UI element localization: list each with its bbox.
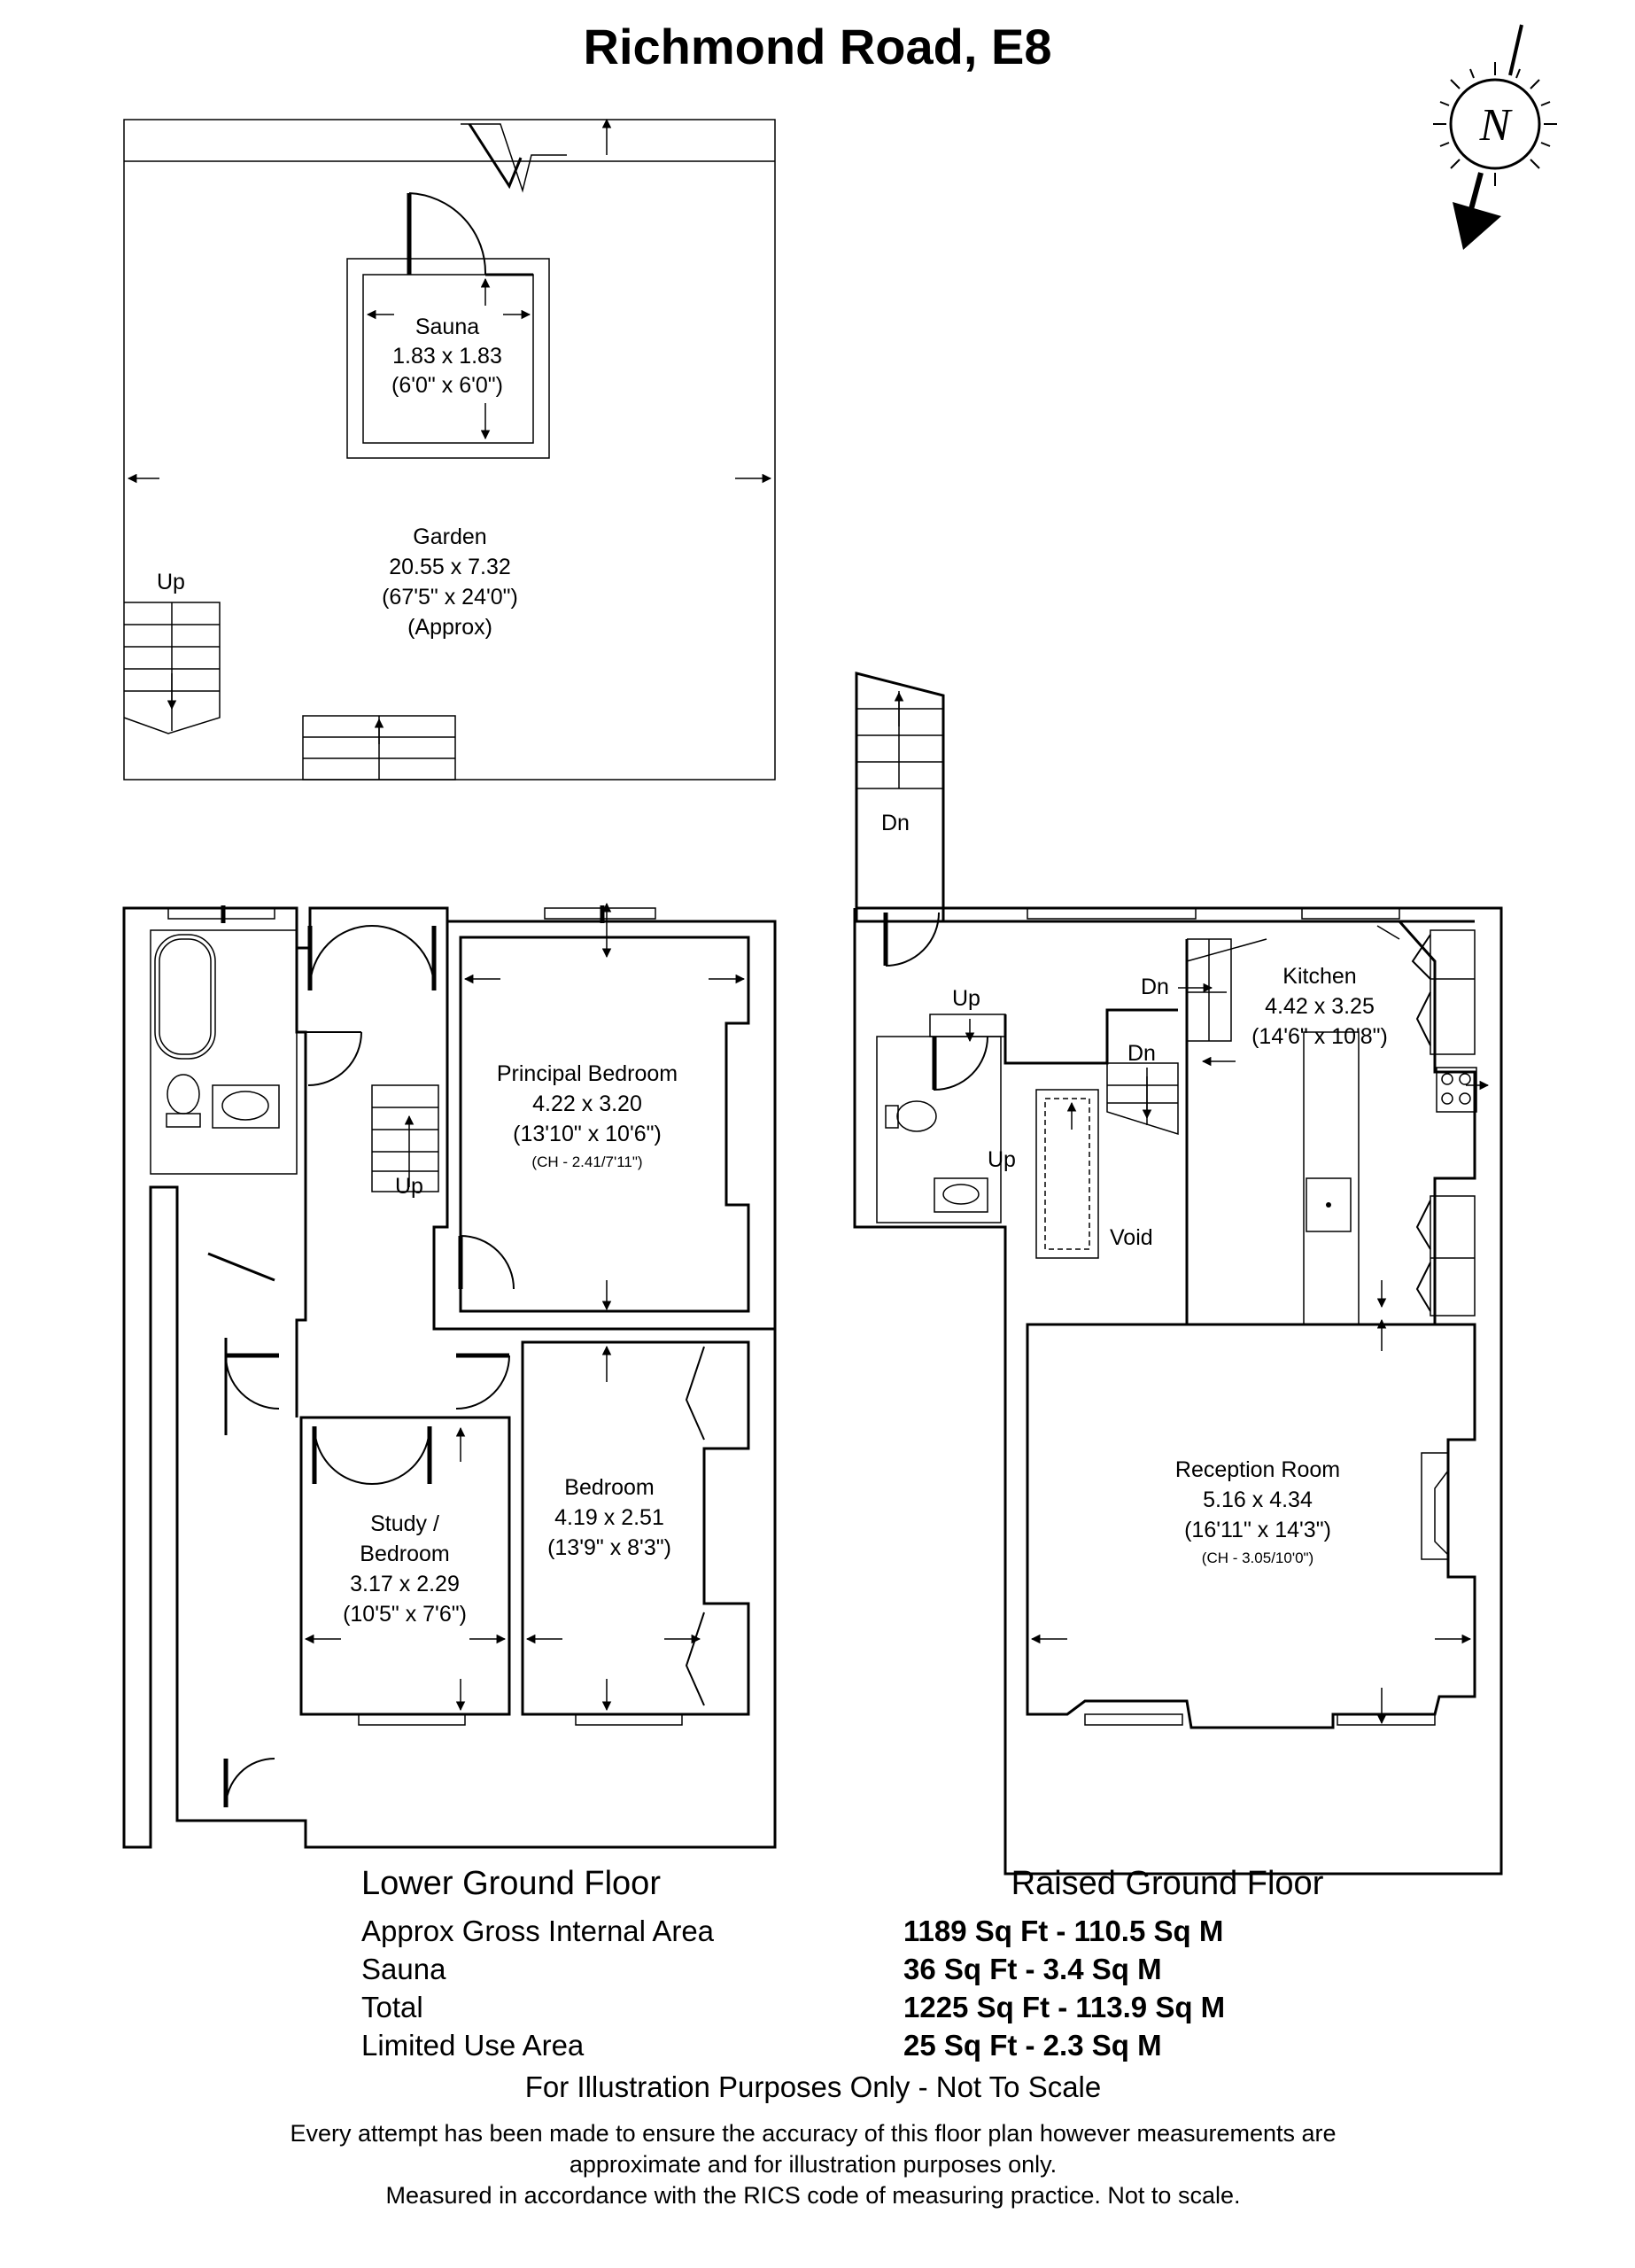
raised-floor-outer-walls bbox=[853, 906, 1503, 1876]
area-label-3: Limited Use Area bbox=[361, 2029, 585, 2062]
raised-floor-title: Raised Ground Floor bbox=[1011, 1865, 1324, 1902]
compass-letter: N bbox=[1479, 100, 1514, 151]
kitchen-name: Kitchen bbox=[1282, 964, 1356, 989]
kitchen-dn-label-2: Dn bbox=[1127, 1041, 1156, 1066]
reception-ceiling: (CH - 3.05/10'0") bbox=[1202, 1550, 1313, 1566]
study-name-line1: Study / bbox=[370, 1511, 439, 1536]
garden-stairs-middle bbox=[302, 715, 456, 781]
garden-note: (Approx) bbox=[407, 615, 492, 640]
bedroom-metric: 4.19 x 2.51 bbox=[554, 1505, 664, 1530]
kitchen-sink-icon bbox=[1306, 1177, 1352, 1232]
garden-stairs-up-label: Up bbox=[157, 570, 185, 594]
study-metric: 3.17 x 2.29 bbox=[350, 1572, 460, 1596]
fireplace-icon bbox=[1421, 1452, 1449, 1560]
illustration-note: For Illustration Purposes Only - Not To … bbox=[525, 2070, 1102, 2103]
sauna-imperial: (6'0" x 6'0") bbox=[391, 373, 503, 398]
bath-icon bbox=[154, 934, 216, 1060]
raised-up-label-1: Up bbox=[952, 986, 980, 1011]
sauna-metric: 1.83 x 1.83 bbox=[392, 344, 502, 369]
kitchen-stairs bbox=[1106, 938, 1267, 1136]
area-label-2: Total bbox=[361, 1991, 423, 2023]
lower-ground-floor-plan bbox=[122, 118, 777, 1849]
area-value-3: 25 Sq Ft - 2.3 Sq M bbox=[903, 2029, 1162, 2062]
study-name-line2: Bedroom bbox=[360, 1542, 449, 1566]
disclaimer-line-2: approximate and for illustration purpose… bbox=[570, 2151, 1057, 2178]
lower-floor-outer-walls bbox=[122, 906, 777, 1849]
sauna-name: Sauna bbox=[415, 315, 479, 339]
page-title: Richmond Road, E8 bbox=[584, 19, 1052, 74]
lower-stairs-up bbox=[371, 1084, 439, 1192]
area-value-2: 1225 Sq Ft - 113.9 Sq M bbox=[903, 1991, 1225, 2023]
void-label: Void bbox=[1110, 1225, 1153, 1250]
lower-floor-title: Lower Ground Floor bbox=[361, 1865, 661, 1902]
reception-imperial: (16'11" x 14'3") bbox=[1184, 1518, 1331, 1542]
kitchen-imperial: (14'6" x 10'8") bbox=[1251, 1024, 1388, 1049]
raised-ground-floor-plan bbox=[853, 672, 1503, 1876]
reception-metric: 5.16 x 4.34 bbox=[1203, 1487, 1313, 1512]
reception-name: Reception Room bbox=[1175, 1457, 1340, 1482]
basin-icon-raised bbox=[934, 1177, 988, 1213]
kitchen-walls bbox=[1302, 920, 1476, 1324]
area-label-0: Approx Gross Internal Area bbox=[361, 1915, 715, 1947]
garden-outline bbox=[123, 119, 776, 781]
garden-imperial: (67'5" x 24'0") bbox=[382, 585, 518, 610]
hob-icon bbox=[1436, 1067, 1477, 1113]
garden-stairs-left bbox=[123, 602, 221, 734]
raised-up-label-2: Up bbox=[988, 1147, 1016, 1172]
raised-stairs-dn-label: Dn bbox=[881, 811, 910, 835]
principal-bedroom-imperial: (13'10" x 10'6") bbox=[513, 1122, 662, 1146]
lower-stairs-up-label: Up bbox=[395, 1174, 423, 1199]
principal-bedroom-metric: 4.22 x 3.20 bbox=[532, 1091, 642, 1116]
kitchen-metric: 4.42 x 3.25 bbox=[1265, 994, 1375, 1019]
area-value-0: 1189 Sq Ft - 110.5 Sq M bbox=[903, 1915, 1223, 1947]
area-label-1: Sauna bbox=[361, 1953, 446, 1985]
void-area bbox=[1035, 1089, 1099, 1259]
principal-bedroom-ceiling: (CH - 2.41/7'11") bbox=[531, 1153, 642, 1170]
area-table: Approx Gross Internal Area 1189 Sq Ft - … bbox=[361, 1915, 1225, 2062]
study-imperial: (10'5" x 7'6") bbox=[343, 1602, 467, 1627]
area-value-1: 36 Sq Ft - 3.4 Sq M bbox=[903, 1953, 1162, 1985]
wc-icon bbox=[167, 1074, 200, 1115]
north-compass-icon: N bbox=[1433, 24, 1557, 250]
basin-icon bbox=[212, 1084, 280, 1129]
garden-name: Garden bbox=[413, 524, 486, 549]
bedroom-imperial: (13'9" x 8'3") bbox=[547, 1535, 671, 1560]
principal-bedroom-name: Principal Bedroom bbox=[497, 1061, 678, 1086]
disclaimer-line-3: Measured in accordance with the RICS cod… bbox=[386, 2182, 1241, 2209]
disclaimer-line-1: Every attempt has been made to ensure th… bbox=[290, 2120, 1336, 2147]
kitchen-dn-label-1: Dn bbox=[1141, 975, 1169, 999]
garden-metric: 20.55 x 7.32 bbox=[389, 555, 511, 579]
principal-bedroom-walls bbox=[459, 936, 750, 1313]
raised-stairs-down bbox=[855, 672, 945, 923]
sauna-outer-wall bbox=[346, 258, 550, 459]
bedroom-name: Bedroom bbox=[564, 1475, 654, 1500]
study-walls bbox=[299, 1416, 511, 1716]
wc-icon-raised bbox=[896, 1100, 937, 1132]
